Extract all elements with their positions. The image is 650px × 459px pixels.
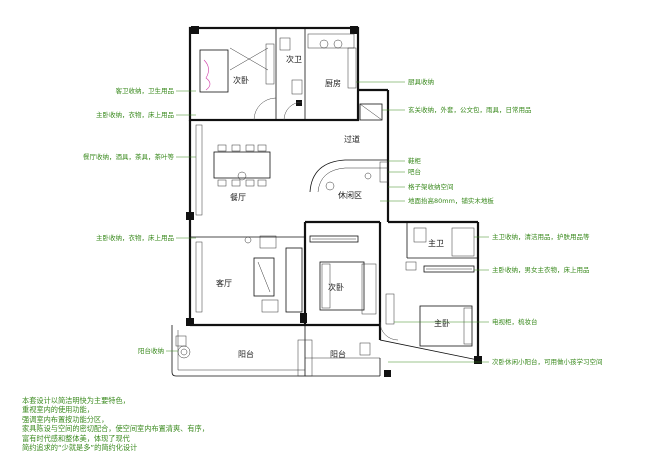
note-master-wardrobe: 主卧收纳，男女主衣物，床上用品 [492,265,590,274]
note-tv-vanity: 电视柜，梳妆台 [492,317,538,326]
right-annotations: 厨具收纳 玄关收纳，外套，公文包，雨具，日常用品 鞋柜 吧台 格子架收纳空间 地… [356,77,603,366]
tv-cabinet-icon [195,241,203,313]
description-line: 家具陈设与空间的密切配合，使空间室内布置清爽、有序， [22,424,209,434]
note-kitchen-storage: 厨具收纳 [408,77,434,86]
room-guest-bath: 次卫 [286,54,302,64]
description-line: 重视室内的使用功能， [22,405,94,415]
master-wardrobe-icon [423,265,475,273]
note-bar: 吧台 [408,167,421,176]
description-line: 本套设计以简洁明快为主要特色， [22,396,130,405]
note-master-bath-storage: 主卫收纳，清洁用品，护肤用品等 [492,232,590,241]
furniture [175,33,475,359]
note-entry-storage: 玄关收纳，外套，公文包，雨具，日常用品 [408,105,532,114]
room-bedroom-top: 次卧 [233,75,249,85]
plant-icon [177,345,191,359]
description-line: 简约追求的“少就是多”的简约化设计 [22,443,138,453]
kitchen-counter-icon [307,33,355,49]
note-guest-bath: 客卫收纳，卫生用品 [116,86,175,95]
wardrobe-icon [265,43,275,85]
description-line: 强调室内布置按功能分区， [22,414,109,424]
tv-vanity-icon [385,293,395,325]
room-bedroom-mid: 次卧 [328,282,344,292]
room-kitchen: 厨房 [325,78,341,88]
toilet-icon [279,37,291,51]
room-master-bath: 主卫 [428,238,444,248]
description-line: 富有时代感和整体美，体现了现代 [22,433,130,443]
bed-top-icon [199,49,229,93]
bathtub-icon [451,227,475,257]
design-description: 本套设计以简洁明快为主要特色， 重视室内的使用功能， 强调室内布置按功能分区， … [22,396,322,452]
dining-cabinet-icon [195,124,203,216]
entry-cabinet-icon [359,103,383,121]
room-corridor: 过道 [344,134,360,144]
bed-mid-icon [319,261,365,311]
room-balcony-right: 阳台 [330,349,346,359]
bar-counter-icon [309,159,388,193]
sofa-icon [285,247,303,313]
master-toilet-icon [413,227,427,243]
note-master-storage-2: 主卧收纳，衣物，床上用品 [96,233,174,242]
note-small-balcony: 次卧休闲小阳台，可用做小孩学习空间 [492,357,603,366]
dining-table-icon [213,151,271,179]
bookshelf-icon [309,235,359,243]
room-leisure: 休闲区 [338,190,362,200]
note-balcony-storage: 阳台收纳 [138,346,164,355]
note-master-storage-1: 主卧收纳，衣物，床上用品 [96,110,174,119]
room-labels: 次卧 次卫 厨房 过道 餐厅 休闲区 客厅 次卧 主卫 主卧 阳台 阳台 [216,54,450,359]
room-dining: 餐厅 [230,193,246,202]
room-master-bed: 主卧 [434,318,450,328]
room-balcony-left: 阳台 [238,349,254,359]
room-living: 客厅 [216,278,232,288]
note-shelf-space: 格子架收纳空间 [408,182,454,191]
walls [171,26,482,377]
left-annotations: 客卫收纳，卫生用品 主卧收纳，衣物，床上用品 餐厅收纳，酒具，茶具，茶叶等 主卧… [83,86,196,355]
coffee-table-icon [253,257,275,297]
note-shoe-cabinet: 鞋柜 [408,156,422,165]
note-raised-floor: 地面抬高80mm，铺实木地板 [408,196,494,205]
note-dining-storage: 餐厅收纳，酒具，茶具，茶叶等 [83,152,175,161]
sink-icon [291,79,303,95]
